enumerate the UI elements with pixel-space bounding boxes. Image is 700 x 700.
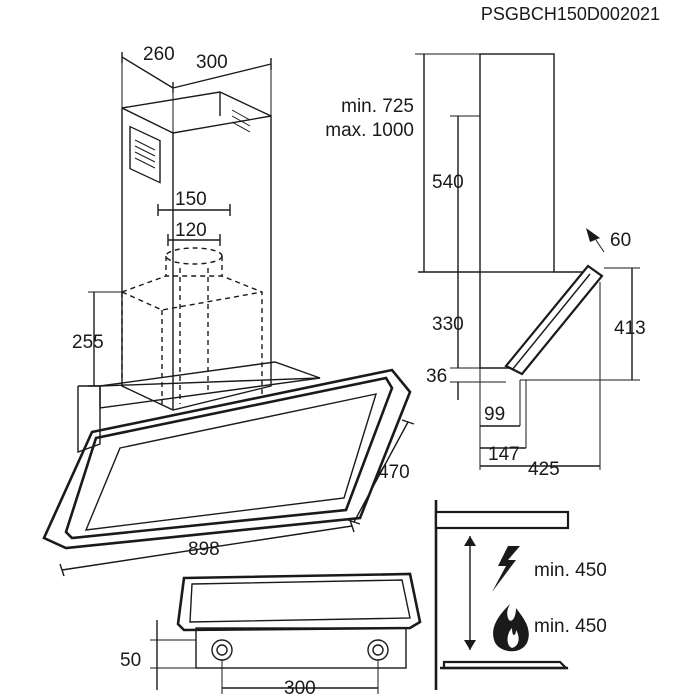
hidden-duct (121, 247, 263, 406)
front-view: 260 300 150 120 (42, 44, 415, 577)
side-view: min. 725 max. 1000 540 330 36 60 413 99 … (325, 53, 646, 480)
chimney-width-label: 300 (196, 52, 228, 73)
upper-chimney-label: 540 (432, 172, 464, 193)
gas-clearance-label: min. 450 (534, 616, 607, 637)
bottom-view: 50 300 (120, 572, 422, 699)
vent-grille-left (129, 125, 161, 184)
flame-icon (493, 604, 529, 652)
duct-inner-label: 120 (175, 220, 207, 241)
bottom-offset-label: 36 (426, 366, 447, 387)
product-code: PSGBCH150D002021 (481, 4, 660, 24)
hood-glass-panel (42, 368, 412, 550)
light-spacing-label: 300 (284, 678, 316, 699)
total-depth-label: 425 (528, 459, 560, 480)
lower-chimney-label: 330 (432, 314, 464, 335)
height-max-label: max. 1000 (325, 120, 414, 141)
light-left (211, 639, 233, 661)
hood-width-label: 898 (188, 539, 220, 560)
hood-depth-label: 470 (378, 462, 410, 483)
depth-147-label: 147 (488, 444, 520, 465)
height-min-label: min. 725 (341, 96, 414, 117)
electric-clearance-label: min. 450 (534, 560, 607, 581)
vent-grille-right (231, 109, 251, 133)
lower-chimney-height-label: 255 (72, 332, 104, 353)
lightning-icon (492, 546, 520, 592)
canopy-height-label: 413 (614, 318, 646, 339)
glass-angle-label: 60 (610, 230, 631, 251)
light-right (367, 639, 389, 661)
clearance-view: min. 450 min. 450 (434, 500, 607, 690)
light-offset-label: 50 (120, 650, 141, 671)
chimney-depth-label: 260 (143, 44, 175, 65)
depth-99-label: 99 (484, 404, 505, 425)
duct-outer-label: 150 (175, 189, 207, 210)
